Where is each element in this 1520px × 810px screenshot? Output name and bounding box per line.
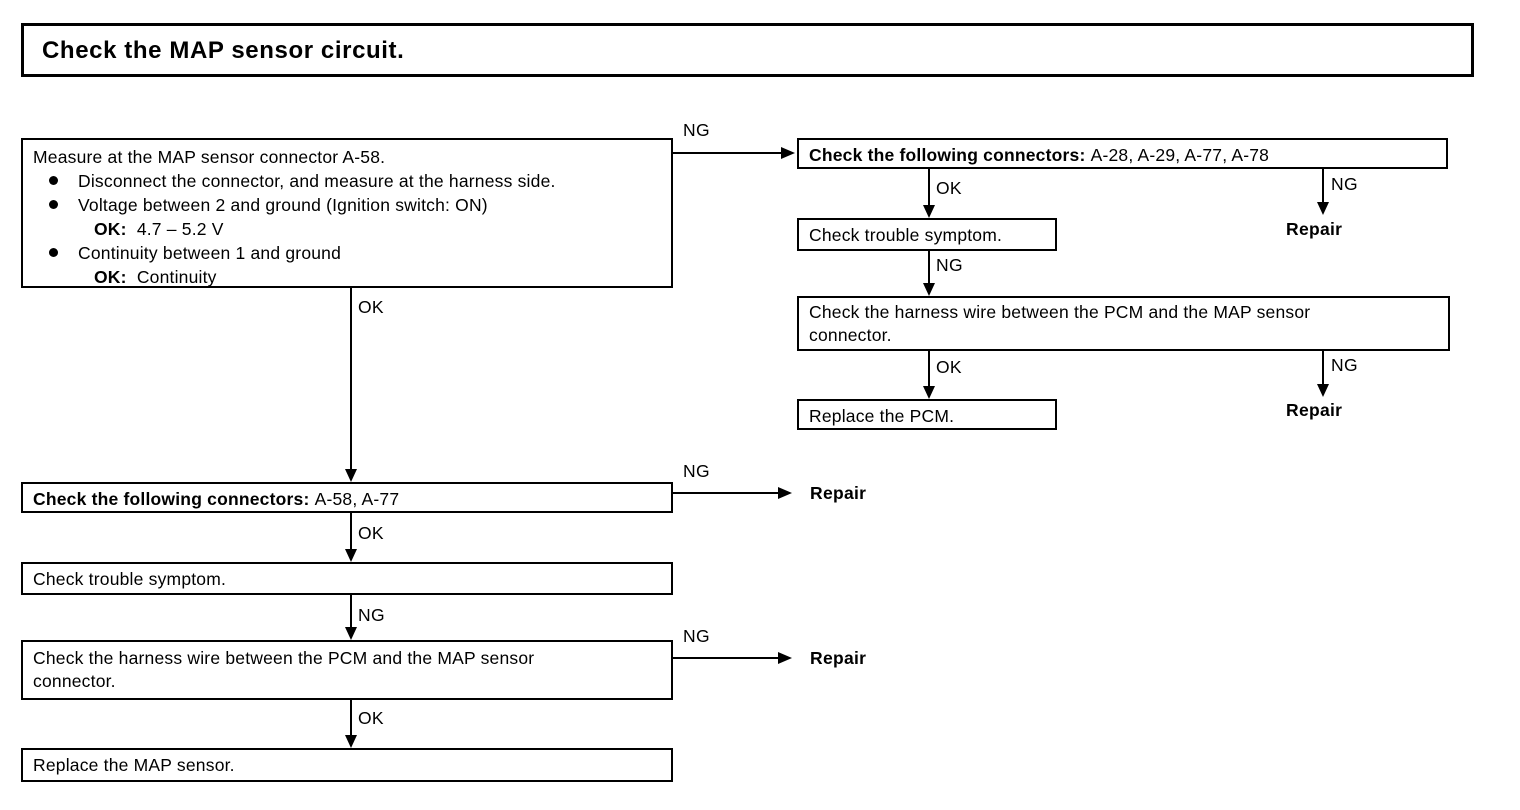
edge-left-connectors-to-trouble xyxy=(350,513,352,550)
measure-bullet-2: Voltage between 2 and ground (Ignition s… xyxy=(23,193,671,217)
right-harness-repair-label: Repair xyxy=(1286,400,1343,420)
left-connectors-repair-label: Repair xyxy=(810,483,867,503)
left-replace-box: Replace the MAP sensor. xyxy=(21,748,673,782)
measure-bullet-2-text: Voltage between 2 and ground (Ignition s… xyxy=(78,195,488,215)
right-trouble-symptom-box: Check trouble symptom. xyxy=(797,218,1057,251)
page-title: Check the MAP sensor circuit. xyxy=(42,37,405,64)
arrowhead-right xyxy=(781,147,795,159)
bullet-dot-icon xyxy=(49,176,58,185)
edge-label-right-connectors-ng: NG xyxy=(1331,174,1358,194)
measure-box: Measure at the MAP sensor connector A-58… xyxy=(21,138,673,288)
arrowhead-right xyxy=(778,487,792,499)
measure-heading: Measure at the MAP sensor connector A-58… xyxy=(33,147,386,167)
edge-measure-to-right-connectors xyxy=(673,152,781,154)
left-harness-repair-label: Repair xyxy=(810,648,867,668)
edge-label-left-harness-ng: NG xyxy=(683,626,710,646)
arrowhead-down xyxy=(345,549,357,562)
left-harness-box: Check the harness wire between the PCM a… xyxy=(21,640,673,700)
arrowhead-down xyxy=(1317,202,1329,215)
edge-right-connectors-to-trouble xyxy=(928,169,930,206)
measure-bullet-2-spec: OK: 4.7 – 5.2 V xyxy=(23,217,671,241)
right-connectors-lead: Check the following connectors: xyxy=(809,145,1086,165)
edge-measure-to-connectors xyxy=(350,288,352,470)
left-connectors-box: Check the following connectors: A-58, A-… xyxy=(21,482,673,513)
edge-left-harness-to-repair xyxy=(673,657,778,659)
left-harness-line2: connector. xyxy=(33,671,116,691)
right-harness-line2: connector. xyxy=(809,325,892,345)
arrowhead-down xyxy=(345,735,357,748)
arrowhead-down xyxy=(1317,384,1329,397)
ok-label: OK: xyxy=(94,219,127,239)
arrowhead-down xyxy=(345,469,357,482)
edge-label-measure-ok: OK xyxy=(358,297,384,317)
arrowhead-down xyxy=(923,386,935,399)
right-connectors-box: Check the following connectors: A-28, A-… xyxy=(797,138,1448,169)
edge-right-harness-to-replace xyxy=(928,351,930,387)
right-replace-box: Replace the PCM. xyxy=(797,399,1057,430)
right-trouble-symptom-text: Check trouble symptom. xyxy=(809,225,1003,245)
arrowhead-right xyxy=(778,652,792,664)
edge-left-trouble-to-harness xyxy=(350,595,352,628)
left-connectors-lead: Check the following connectors: xyxy=(33,489,310,509)
arrowhead-down xyxy=(923,283,935,296)
bullet-dot-icon xyxy=(49,248,58,257)
right-harness-line1: Check the harness wire between the PCM a… xyxy=(809,302,1311,322)
left-connectors-value: A-58, A-77 xyxy=(314,489,400,509)
measure-bullet-1-text: Disconnect the connector, and measure at… xyxy=(78,171,556,191)
edge-label-right-harness-ng: NG xyxy=(1331,355,1358,375)
title-box: Check the MAP sensor circuit. xyxy=(21,23,1474,77)
edge-label-measure-ng: NG xyxy=(683,120,710,140)
ok-label: OK: xyxy=(94,267,127,287)
edge-label-right-connectors-ok: OK xyxy=(936,178,962,198)
right-connectors-repair-label: Repair xyxy=(1286,219,1343,239)
right-replace-text: Replace the PCM. xyxy=(809,406,955,426)
left-trouble-symptom-box: Check trouble symptom. xyxy=(21,562,673,595)
edge-label-left-connectors-ng: NG xyxy=(683,461,710,481)
ok-value: 4.7 – 5.2 V xyxy=(136,219,224,239)
right-connectors-value: A-28, A-29, A-77, A-78 xyxy=(1090,145,1270,165)
edge-label-left-trouble-ng: NG xyxy=(358,605,385,625)
edge-label-left-connectors-ok: OK xyxy=(358,523,384,543)
edge-label-right-harness-ok: OK xyxy=(936,357,962,377)
edge-left-harness-to-replace xyxy=(350,700,352,736)
edge-right-harness-to-repair xyxy=(1322,351,1324,385)
edge-label-left-harness-ok: OK xyxy=(358,708,384,728)
measure-bullet-3-text: Continuity between 1 and ground xyxy=(78,243,342,263)
left-harness-line1: Check the harness wire between the PCM a… xyxy=(33,648,535,668)
ok-value: Continuity xyxy=(136,267,217,287)
edge-right-trouble-to-harness xyxy=(928,251,930,284)
measure-bullet-3-spec: OK: Continuity xyxy=(23,265,671,289)
measure-bullet-3: Continuity between 1 and ground xyxy=(23,241,671,265)
edge-label-right-trouble-ng: NG xyxy=(936,255,963,275)
measure-bullet-1: Disconnect the connector, and measure at… xyxy=(23,169,671,193)
edge-right-connectors-to-repair xyxy=(1322,169,1324,203)
right-harness-box: Check the harness wire between the PCM a… xyxy=(797,296,1450,351)
left-replace-text: Replace the MAP sensor. xyxy=(33,755,235,775)
edge-left-connectors-to-repair xyxy=(673,492,778,494)
bullet-dot-icon xyxy=(49,200,58,209)
arrowhead-down xyxy=(923,205,935,218)
left-trouble-symptom-text: Check trouble symptom. xyxy=(33,569,227,589)
arrowhead-down xyxy=(345,627,357,640)
